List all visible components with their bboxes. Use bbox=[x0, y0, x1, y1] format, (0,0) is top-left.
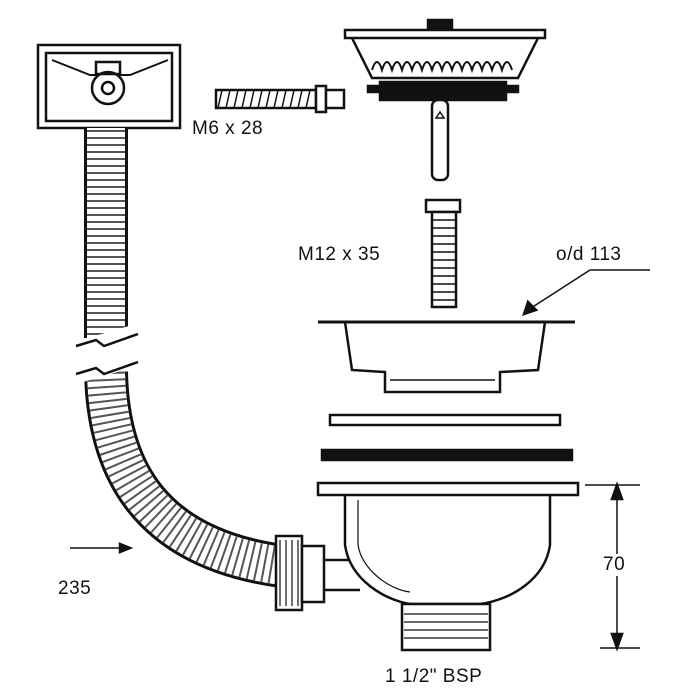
hose-length-label: 235 bbox=[58, 578, 92, 599]
strainer-bolt bbox=[424, 198, 462, 309]
washer-top bbox=[328, 413, 562, 427]
outlet-thread-label: 1 1/2" BSP bbox=[385, 666, 483, 687]
height-label: 70 bbox=[603, 554, 626, 576]
arrow-head-icon bbox=[118, 542, 134, 554]
hose-connector bbox=[274, 534, 360, 612]
outer-diameter-label: o/d 113 bbox=[556, 244, 622, 265]
flexible-hose bbox=[70, 128, 286, 588]
strainer-basket bbox=[343, 18, 547, 182]
screw-size-label: M6 x 28 bbox=[192, 118, 264, 139]
washer-bottom bbox=[316, 481, 580, 497]
overflow-screw bbox=[214, 84, 346, 114]
rubber-seal bbox=[320, 448, 574, 462]
height-dimension bbox=[585, 481, 640, 652]
waste-body bbox=[343, 495, 552, 652]
overflow-box bbox=[36, 43, 182, 130]
od-leader-line bbox=[527, 269, 650, 311]
od-arrow-icon bbox=[522, 299, 539, 316]
bolt-size-label: M12 x 35 bbox=[298, 244, 381, 265]
sink-bowl-flange bbox=[318, 320, 575, 394]
